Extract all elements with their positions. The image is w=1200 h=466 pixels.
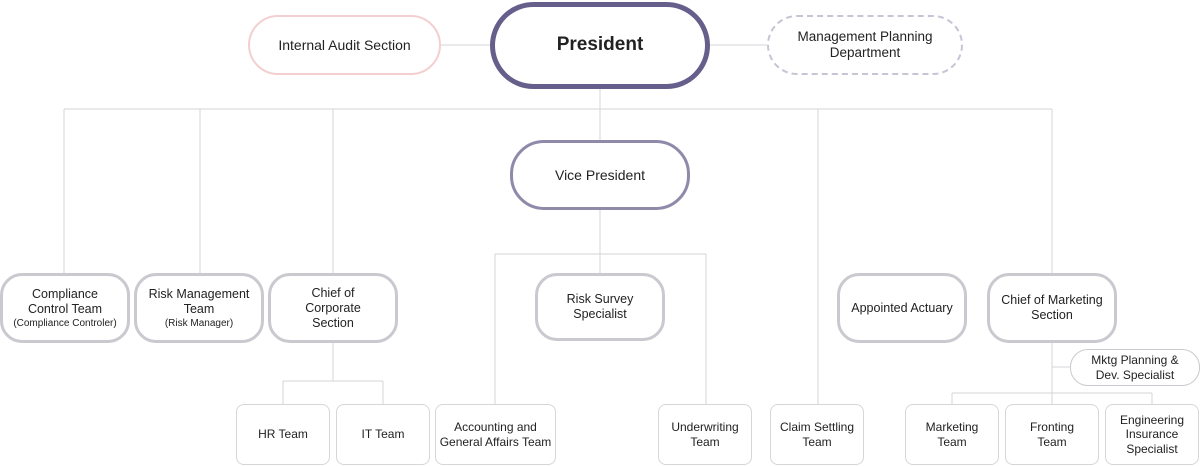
appointed-actuary-box: Appointed Actuary <box>837 273 967 343</box>
engineering-specialist-label: Engineering Insurance Specialist <box>1119 412 1185 456</box>
vice-president-label: Vice President <box>554 166 645 183</box>
underwriting-team-box: Underwriting Team <box>658 404 752 465</box>
marketing-team-box: Marketing Team <box>905 404 999 465</box>
underwriting-team-label: Underwriting Team <box>671 420 739 449</box>
compliance-team-sublabel: (Compliance Controler) <box>13 317 117 329</box>
management-planning-box: Management Planning Department <box>767 15 963 75</box>
chief-marketing-label: Chief of Marketing Section <box>1001 293 1103 322</box>
management-planning-label: Management Planning Department <box>797 28 933 60</box>
it-team-label: IT Team <box>361 427 405 442</box>
compliance-control-team-box: Compliance Control Team (Compliance Cont… <box>0 273 130 343</box>
it-team-box: IT Team <box>336 404 430 465</box>
claim-settling-team-box: Claim Settling Team <box>770 404 864 465</box>
internal-audit-section-box: Internal Audit Section <box>248 15 441 75</box>
appointed-actuary-label: Appointed Actuary <box>851 300 953 315</box>
fronting-team-label: Fronting Team <box>1029 420 1075 449</box>
risk-survey-label: Risk Survey Specialist <box>566 292 634 321</box>
chief-marketing-section-box: Chief of Marketing Section <box>987 273 1117 343</box>
risk-team-label: Risk Management Team <box>148 286 250 316</box>
chief-corporate-label: Chief of Corporate Section <box>305 285 361 330</box>
claim-team-label: Claim Settling Team <box>779 420 855 449</box>
hr-team-box: HR Team <box>236 404 330 465</box>
compliance-team-label: Compliance Control Team <box>27 286 103 316</box>
fronting-team-box: Fronting Team <box>1005 404 1099 465</box>
mktg-planning-specialist-box: Mktg Planning & Dev. Specialist <box>1070 349 1200 386</box>
hr-team-label: HR Team <box>258 427 308 442</box>
vice-president-box: Vice President <box>510 140 690 210</box>
chief-corporate-section-box: Chief of Corporate Section <box>268 273 398 343</box>
internal-audit-label: Internal Audit Section <box>278 36 411 53</box>
marketing-team-label: Marketing Team <box>925 420 979 449</box>
president-box: President <box>490 2 710 89</box>
president-label: President <box>556 34 644 56</box>
accounting-general-affairs-team-box: Accounting and General Affairs Team <box>435 404 556 465</box>
risk-team-sublabel: (Risk Manager) <box>164 317 234 329</box>
accounting-team-label: Accounting and General Affairs Team <box>439 420 552 449</box>
engineering-insurance-specialist-box: Engineering Insurance Specialist <box>1105 404 1199 465</box>
mktg-planning-label: Mktg Planning & Dev. Specialist <box>1091 353 1179 382</box>
risk-survey-specialist-box: Risk Survey Specialist <box>535 273 665 341</box>
risk-management-team-box: Risk Management Team (Risk Manager) <box>134 273 264 343</box>
